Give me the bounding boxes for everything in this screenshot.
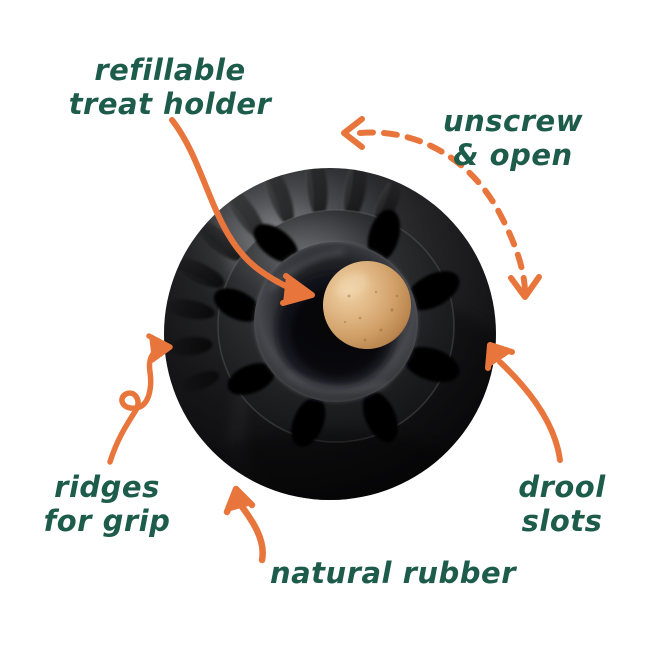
label-natural-rubber: natural rubber bbox=[270, 556, 517, 590]
ball-left-falloff bbox=[164, 200, 238, 500]
label-line: natural rubber bbox=[270, 556, 517, 590]
treat-highlight bbox=[335, 273, 369, 299]
drool-slot bbox=[406, 271, 460, 311]
drool-slot bbox=[362, 391, 398, 443]
label-refillable-treat-holder: refillable treat holder bbox=[69, 53, 273, 121]
drool-slot bbox=[253, 224, 299, 263]
label-line: drool bbox=[518, 470, 606, 504]
label-line: ridges bbox=[54, 470, 160, 504]
label-ridges-for-grip: ridges for grip bbox=[44, 470, 171, 538]
label-line: & open bbox=[453, 138, 572, 172]
well-rim-highlight-bottom bbox=[285, 371, 389, 393]
drool-slot bbox=[227, 362, 275, 395]
treat-speckles bbox=[343, 290, 399, 342]
label-unscrew-and-open: unscrew & open bbox=[443, 104, 583, 172]
drool-slot bbox=[367, 209, 401, 263]
label-line: for grip bbox=[44, 504, 171, 538]
drool-slot bbox=[213, 288, 261, 322]
label-line: unscrew bbox=[443, 104, 583, 138]
annotation-arrows bbox=[107, 116, 563, 564]
treat-well-rim bbox=[252, 240, 420, 404]
label-line: refillable bbox=[94, 53, 245, 87]
drool-slot bbox=[403, 346, 460, 383]
product-photo bbox=[164, 168, 496, 500]
arrow-to-drool-slots bbox=[485, 342, 563, 463]
arrow-to-rubber-body bbox=[223, 485, 266, 564]
treat-biscuit bbox=[290, 261, 411, 378]
annotation-labels: refillable treat holder unscrew & open r… bbox=[44, 53, 606, 590]
label-line: slots bbox=[522, 504, 603, 538]
arrow-to-treat-holder bbox=[169, 117, 315, 306]
label-drool-slots: drool slots bbox=[518, 470, 606, 538]
arrow-unscrew-rotation bbox=[341, 116, 542, 300]
label-line: treat holder bbox=[69, 87, 273, 121]
drool-slots bbox=[213, 209, 460, 447]
arrow-to-ridges bbox=[107, 333, 173, 465]
